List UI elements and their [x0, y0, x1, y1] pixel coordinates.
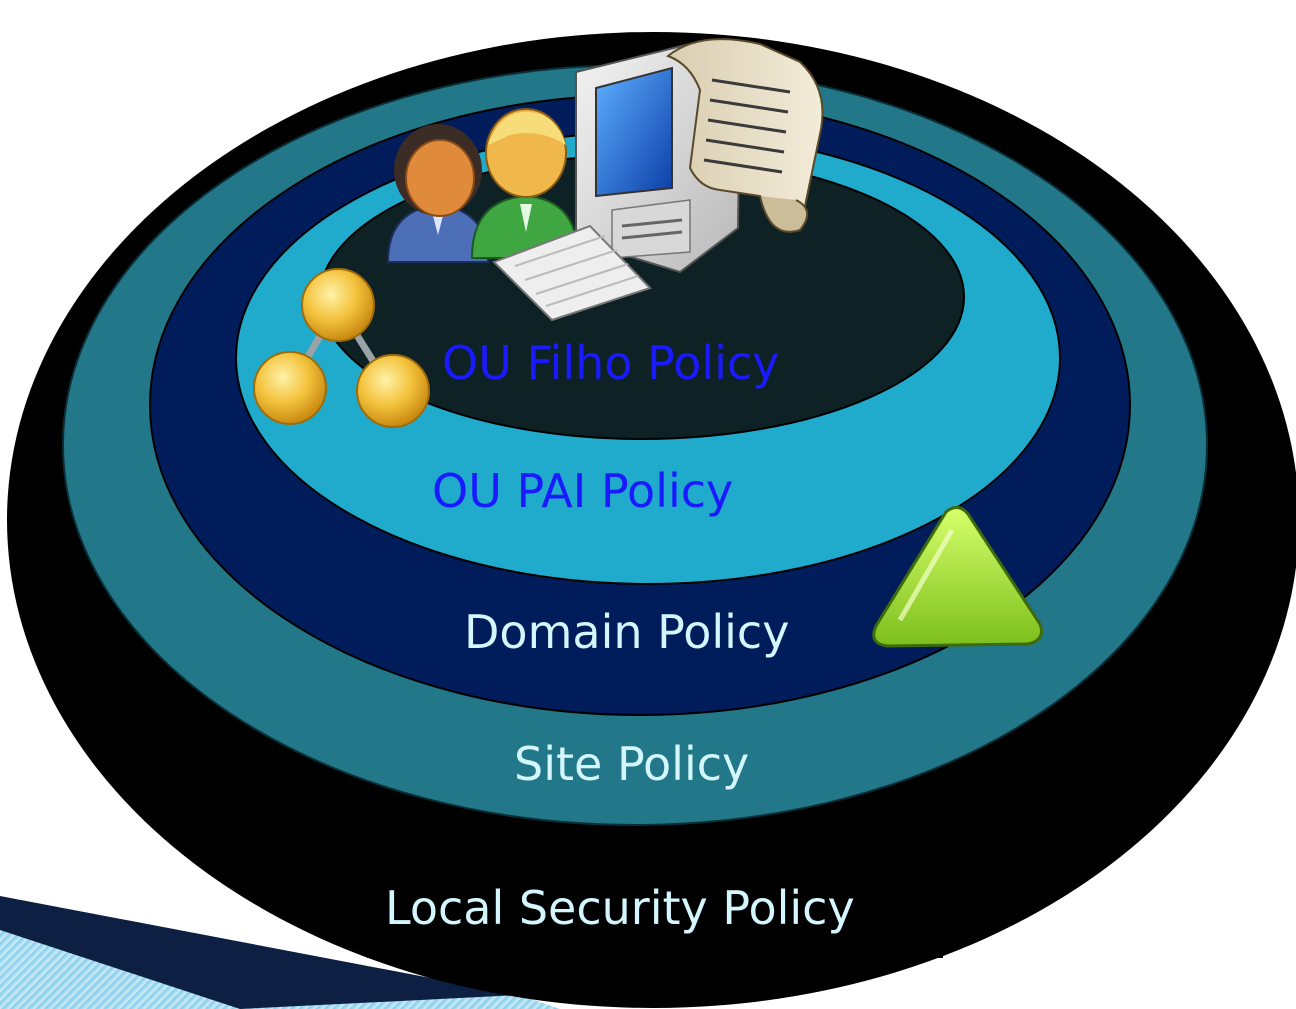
local-security-policy-label: Local Security Policy [385, 881, 855, 935]
org-unit-tree-icon [253, 268, 430, 428]
local-label-backdrop [367, 870, 943, 958]
ou-pai-policy-label: OU PAI Policy [432, 464, 734, 518]
site-policy-label: Site Policy [514, 737, 750, 791]
policy-scroll-icon [665, 38, 824, 233]
decorative-stripe [0, 896, 560, 1009]
domain-policy-label: Domain Policy [464, 605, 790, 659]
ou-filho-policy-label: OU Filho Policy [442, 336, 780, 390]
warning-triangle-icon [872, 506, 1043, 648]
